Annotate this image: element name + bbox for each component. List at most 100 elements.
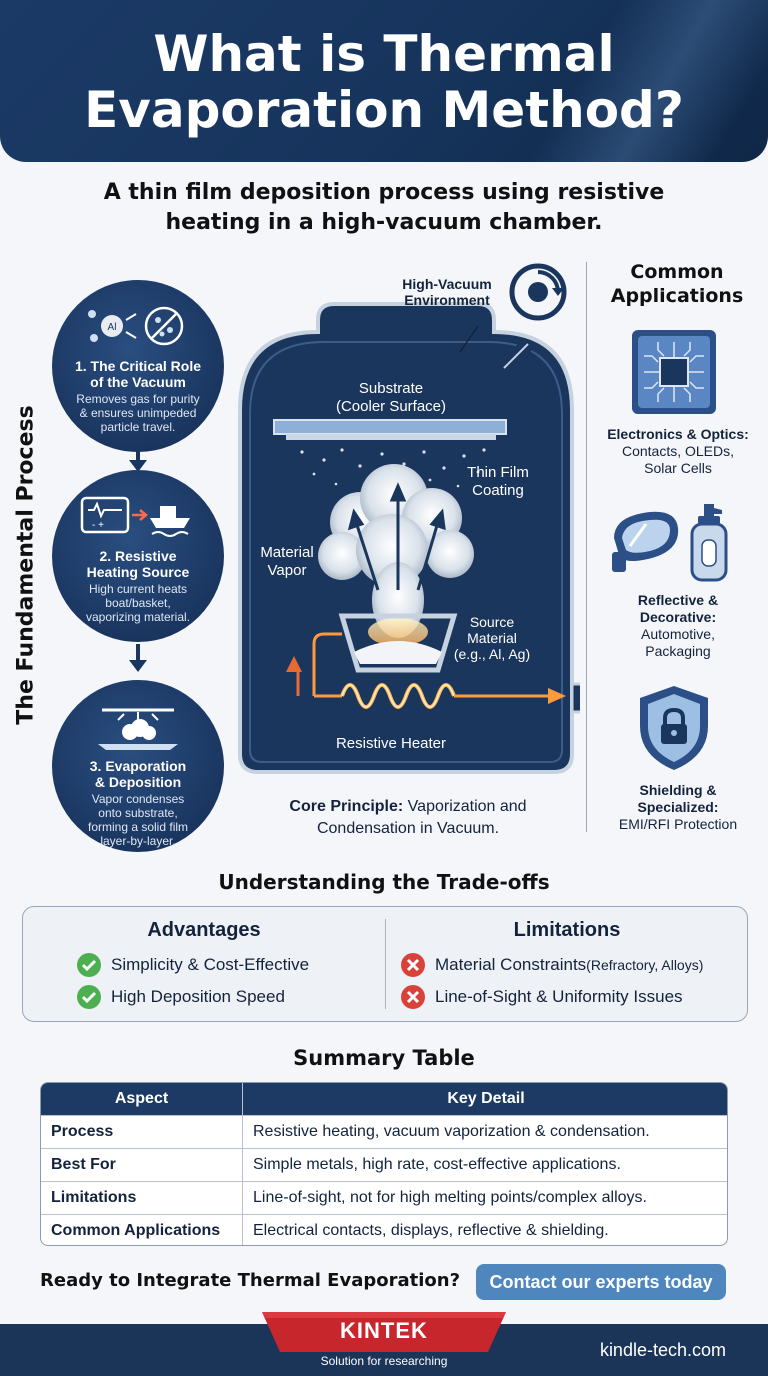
step-1-title: 1. The Critical Role of the Vacuum [66,358,210,390]
tradeoffs-divider [385,919,386,1009]
process-step-2: - + 2. Resistive Heating Source High cur… [52,470,224,642]
process-step-3: 3. Evaporation & Deposition Vapor conden… [52,680,224,852]
page-title-line2: Evaporation Method? [84,81,684,139]
table-row: Common Applications Electrical contacts,… [41,1214,727,1245]
brand-logo[interactable]: KINTEK Solution for researching [262,1312,506,1376]
step-3-title-line2: & Deposition [94,774,182,790]
app-electronics-line2: Solar Cells [644,460,712,476]
applications-title-line1: Common [630,261,724,283]
app-reflective-title: Reflective & [637,592,719,608]
process-label-text: The Fundamental Process [13,405,39,725]
source-label-line1: Source [469,614,515,630]
step-3-desc-line3: forming a solid film [87,820,189,834]
limitations-title: Limitations [513,919,621,941]
brand-tagline: Solution for researching [320,1354,448,1368]
limitation-text: Line-of-Sight & Uniformity Issues [435,987,683,1006]
page-title: What is Thermal Evaporation Method? [0,26,768,138]
step-1-title-line2: of the Vacuum [90,374,186,390]
pointer-line [459,325,479,353]
cross-icon [401,985,425,1009]
app-electronics-title: Electronics & Optics: [607,426,749,442]
summary-title: Summary Table [293,1046,475,1070]
table-cell-aspect: Best For [51,1156,116,1173]
advantage-text: High Deposition Speed [111,987,285,1006]
applications-divider [586,262,587,832]
vapor-label-line2: Vapor [267,562,307,579]
step-2-title-line1: 2. Resistive [99,548,177,564]
limitation-item: Material Constraints (Refractory, Alloys… [401,953,703,977]
step-3-title-line1: 3. Evaporation [89,758,187,774]
core-principle-bold: Core Principle: [289,798,404,815]
step-3-title: 3. Evaporation & Deposition [66,758,210,790]
vapor-cloud-icon [98,708,178,750]
table-cell-detail: Simple metals, high rate, cost-effective… [253,1156,621,1173]
table-row: Process Resistive heating, vacuum vapori… [41,1115,727,1147]
step-2-desc-line3: vaporizing material. [85,610,191,624]
down-arrow-icon [129,444,147,472]
advantage-text: Simplicity & Cost-Effective [111,955,310,974]
table-row: Limitations Line-of-sight, not for high … [41,1181,727,1213]
process-step-1: Al 1. The Critical Role of the Vacuum Re… [52,280,224,452]
advantage-item: High Deposition Speed [77,985,285,1009]
tradeoffs-title: Understanding the Trade-offs [218,870,550,894]
core-principle-rest: Vaporization and [403,798,527,815]
app-shielding-line1: EMI/RFI Protection [618,816,738,832]
thin-film-label-line2: Coating [472,482,524,499]
page-subtitle: A thin film deposition process using res… [0,178,768,238]
mirror-bottle-icon [612,504,728,582]
chamber-diagram: High-Vacuum Environment Substrate (Coole… [232,260,580,840]
process-label: The Fundamental Process [6,400,46,730]
cross-icon [401,953,425,977]
substrate-label: Substrate (Cooler Surface) [296,380,486,416]
step-3-desc-line1: Vapor condenses [91,792,185,806]
step-2-desc: High current heats boat/basket, vaporizi… [66,582,210,624]
heating-circuit-icon: - + [80,496,190,537]
check-icon [77,985,101,1009]
page-title-line1: What is Thermal [153,25,615,83]
summary-header-detail: Key Detail [447,1090,525,1107]
step-3-desc-line2: onto substrate, [98,806,178,820]
substrate-label-line1: Substrate [358,380,424,397]
vacuum-label: High-Vacuum Environment [382,276,512,308]
thin-film-label: Thin Film Coating [454,464,542,500]
applications-title-line2: Applications [610,285,744,307]
summary-table: Aspect Key Detail Process Resistive heat… [40,1082,728,1246]
substrate-label-line2: (Cooler Surface) [335,398,447,415]
limitation-note: (Refractory, Alloys) [586,957,704,973]
app-reflective-line1: Automotive, [641,626,715,642]
source-label: Source Material (e.g., Al, Ag) [442,614,542,662]
vacuum-label-line1: High-Vacuum [402,276,492,292]
brand-name: KINTEK [340,1318,428,1343]
summary-header-aspect: Aspect [114,1090,169,1107]
table-cell-aspect: Limitations [51,1189,137,1206]
header-streak [508,0,768,162]
table-cell-aspect: Process [51,1123,114,1140]
advantage-item: Simplicity & Cost-Effective [77,953,309,977]
step-1-desc-line1: Removes gas for purity [76,392,200,406]
app-shielding-title: Shielding & [639,782,717,798]
tradeoffs-box: Advantages Limitations Simplicity & Cost… [22,906,748,1022]
core-principle: Core Principle: Vaporization and Condens… [238,796,578,840]
subtitle-line2: heating in a high-vacuum chamber. [165,210,603,235]
chamber-illustration [238,302,580,774]
limitation-text: Material Constraints [435,955,587,974]
applications-title: Common Applications [592,260,762,308]
heater-label: Resistive Heater [335,735,447,752]
step-2-title-line2: Heating Source [86,564,190,580]
app-reflective: Reflective & Decorative: Automotive, Pac… [590,592,766,660]
source-label-line2: Material [467,630,517,646]
summary-table-header: Aspect Key Detail [41,1083,727,1115]
contact-experts-button[interactable]: Contact our experts today [476,1264,726,1300]
vapor-label: Material Vapor [252,544,322,580]
shield-lock-icon [640,686,708,770]
vacuum-pump-icon [509,263,567,321]
step-1-title-line1: 1. The Critical Role [74,358,202,374]
app-electronics: Electronics & Optics: Contacts, OLEDs, S… [590,426,766,477]
app-electronics-line1: Contacts, OLEDs, [621,443,735,459]
website-link[interactable]: kindle-tech.com [599,1340,726,1360]
table-cell-detail: Line-of-sight, not for high melting poin… [253,1189,647,1206]
summary-table-divider [242,1083,243,1245]
table-row: Best For Simple metals, high rate, cost-… [41,1148,727,1180]
app-reflective-line2: Packaging [645,643,711,659]
vapor-label-line1: Material [260,544,314,561]
